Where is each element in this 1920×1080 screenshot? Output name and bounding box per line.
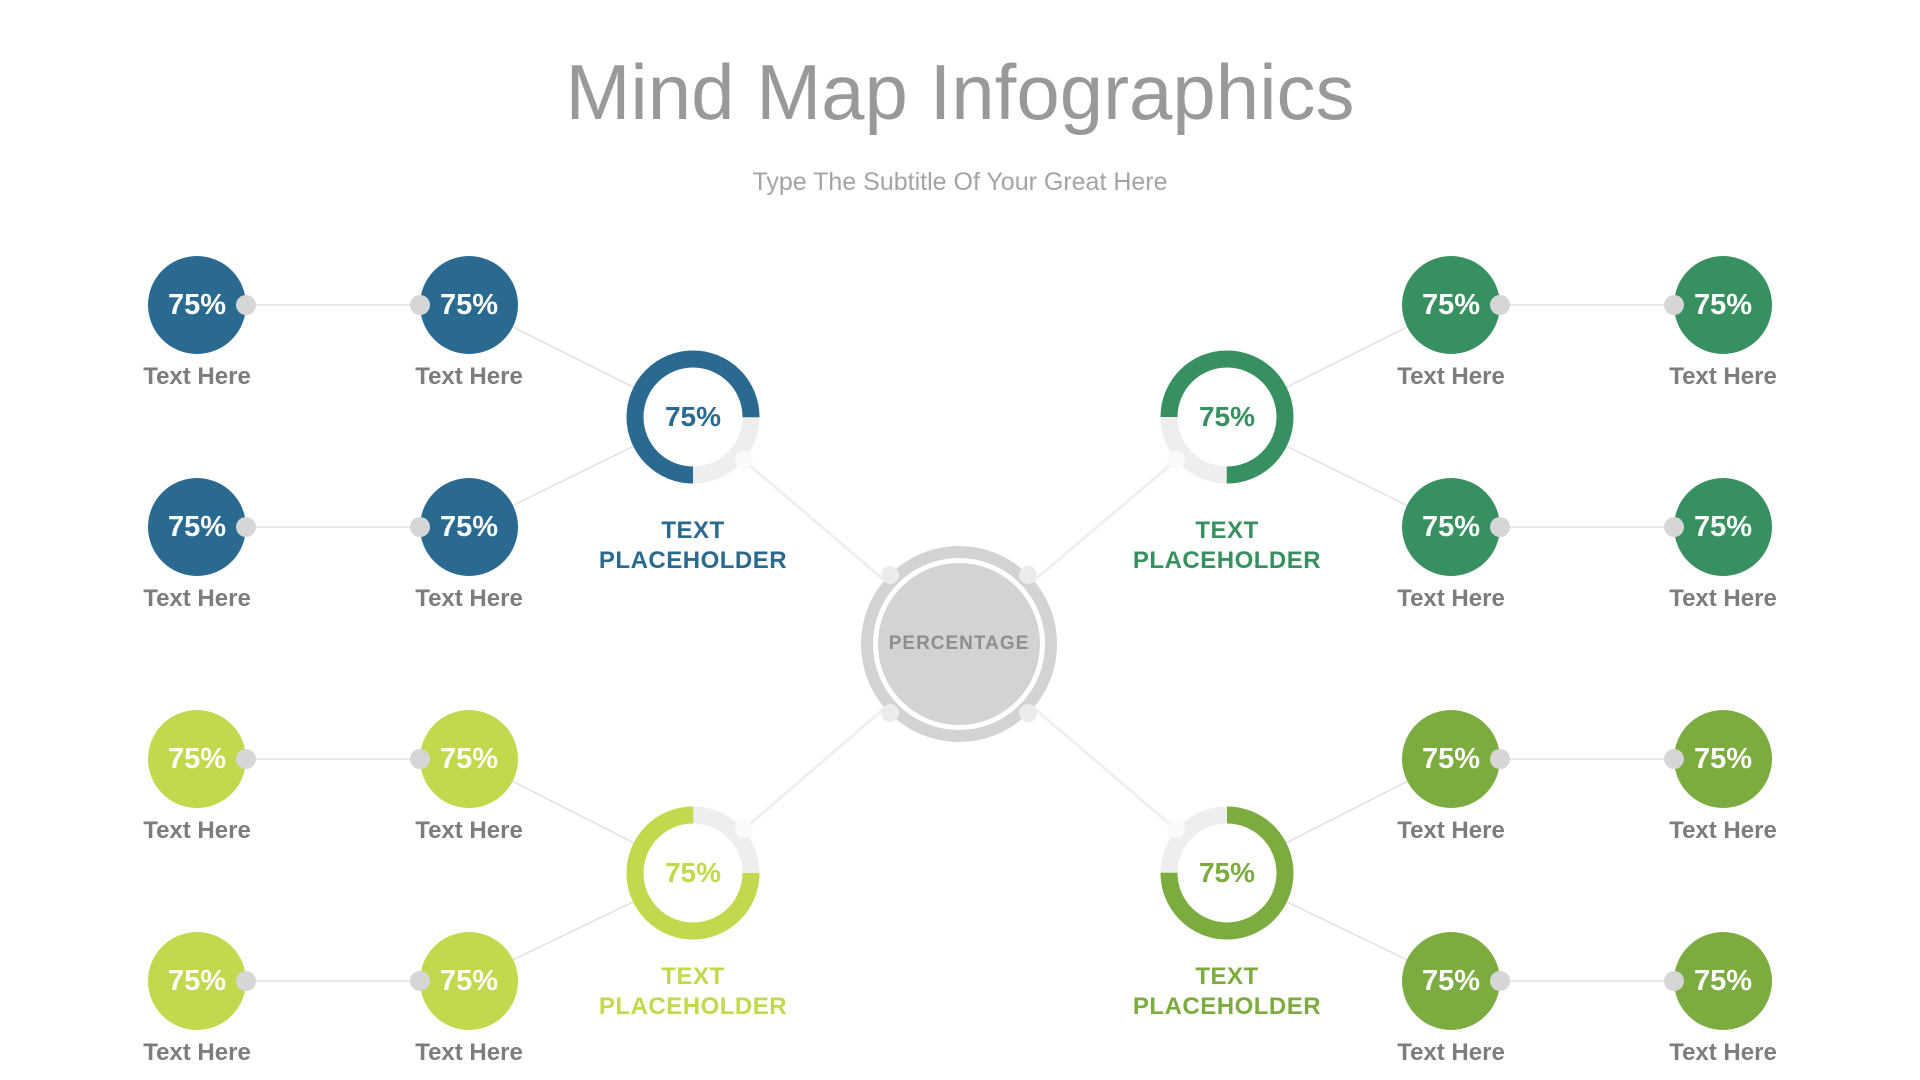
node-label: Text Here [1397, 585, 1505, 612]
node-top-right-4: 75% Text Here [1669, 478, 1777, 612]
node-circle: 75% [420, 256, 518, 354]
node-label: Text Here [143, 585, 251, 612]
node-circle: 75% [420, 478, 518, 576]
center-hub-inner-ring [873, 558, 1045, 730]
donut-chart-bottom-right: 75% [1159, 805, 1295, 941]
donut-ring [626, 350, 760, 484]
donut-percent: 75% [1198, 857, 1256, 888]
donut-ring [1160, 806, 1294, 940]
donut-ring [1160, 350, 1294, 484]
node-top-right-3: 75% Text Here [1397, 478, 1505, 612]
donut-title-line1: TEXT [661, 963, 725, 990]
donut-percent: 75% [664, 401, 722, 432]
node-circle: 75% [148, 932, 246, 1030]
node-circle: 75% [420, 710, 518, 808]
node-bottom-right-4: 75% Text Here [1669, 932, 1777, 1066]
node-circle: 75% [1674, 932, 1772, 1030]
center-hub-circle: PERCENTAGE [861, 546, 1057, 742]
node-label: Text Here [1669, 363, 1777, 390]
donut-title-line1: TEXT [1195, 963, 1259, 990]
donut-title-line1: TEXT [661, 517, 725, 544]
donut-title-line2: PLACEHOLDER [1132, 993, 1322, 1020]
donut-title-bottom-left: TEXT PLACEHOLDER [523, 962, 863, 1022]
node-circle: 75% [1674, 710, 1772, 808]
node-top-left-4: 75% Text Here [415, 478, 523, 612]
node-label: Text Here [143, 363, 251, 390]
node-circle: 75% [420, 932, 518, 1030]
donut-percent: 75% [1198, 401, 1256, 432]
node-label: Text Here [1669, 817, 1777, 844]
node-top-right-2: 75% Text Here [1669, 256, 1777, 390]
node-label: Text Here [415, 585, 523, 612]
donut-chart-bottom-left: 75% [625, 805, 761, 941]
node-bottom-left-1: 75% Text Here [143, 710, 251, 844]
donut-percent: 75% [664, 857, 722, 888]
node-top-left-3: 75% Text Here [143, 478, 251, 612]
node-bottom-left-2: 75% Text Here [415, 710, 523, 844]
node-bottom-right-2: 75% Text Here [1669, 710, 1777, 844]
donut-title-top-right: TEXT PLACEHOLDER [1057, 516, 1397, 576]
node-label: Text Here [1397, 817, 1505, 844]
node-label: Text Here [1669, 585, 1777, 612]
node-label: Text Here [143, 817, 251, 844]
node-circle: 75% [148, 478, 246, 576]
node-circle: 75% [1402, 932, 1500, 1030]
donut-title-bottom-right: TEXT PLACEHOLDER [1057, 962, 1397, 1022]
node-label: Text Here [415, 817, 523, 844]
donut-title-line2: PLACEHOLDER [598, 547, 788, 574]
node-circle: 75% [1402, 478, 1500, 576]
node-circle: 75% [1674, 256, 1772, 354]
donut-title-line1: TEXT [1195, 517, 1259, 544]
donut-title-top-left: TEXT PLACEHOLDER [523, 516, 863, 576]
node-label: Text Here [143, 1039, 251, 1066]
page-title: Mind Map Infographics [565, 48, 1355, 136]
donut-title-line2: PLACEHOLDER [598, 993, 788, 1020]
donut-title-line2: PLACEHOLDER [1132, 547, 1322, 574]
node-top-left-2: 75% Text Here [415, 256, 523, 390]
node-bottom-right-3: 75% Text Here [1397, 932, 1505, 1066]
node-bottom-left-4: 75% Text Here [415, 932, 523, 1066]
node-top-left-1: 75% Text Here [143, 256, 251, 390]
node-label: Text Here [1669, 1039, 1777, 1066]
node-label: Text Here [415, 1039, 523, 1066]
center-hub-label: PERCENTAGE [888, 633, 1030, 654]
page-subtitle: Type The Subtitle Of Your Great Here [752, 168, 1168, 196]
node-bottom-left-3: 75% Text Here [143, 932, 251, 1066]
node-circle: 75% [148, 710, 246, 808]
donut-ring [626, 806, 760, 940]
node-bottom-right-1: 75% Text Here [1397, 710, 1505, 844]
node-circle: 75% [1402, 710, 1500, 808]
node-label: Text Here [415, 363, 523, 390]
donut-chart-top-right: 75% [1159, 349, 1295, 485]
node-circle: 75% [1402, 256, 1500, 354]
node-circle: 75% [148, 256, 246, 354]
donut-chart-top-left: 75% [625, 349, 761, 485]
node-label: Text Here [1397, 363, 1505, 390]
node-top-right-1: 75% Text Here [1397, 256, 1505, 390]
node-label: Text Here [1397, 1039, 1505, 1066]
node-circle: 75% [1674, 478, 1772, 576]
